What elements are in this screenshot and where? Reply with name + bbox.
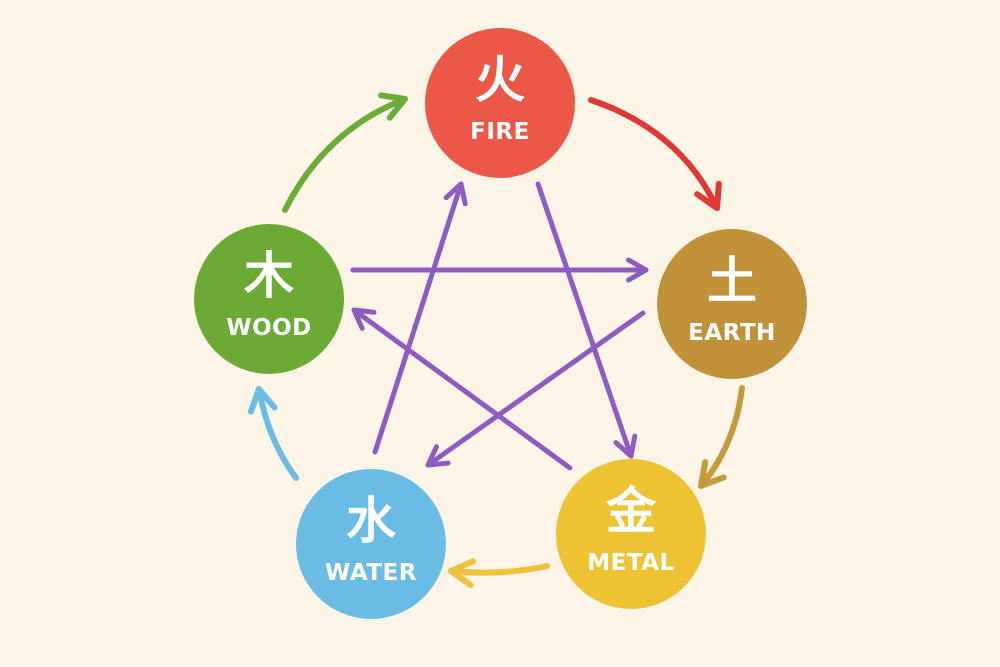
- metal-label: METAL: [587, 550, 675, 576]
- arrow-water-to-fire: [372, 181, 468, 455]
- metal-node: 金 METAL: [556, 459, 706, 609]
- arrow-fire-to-earth: [588, 97, 722, 211]
- arrow-wood-to-fire: [282, 92, 408, 213]
- arrow-fire-to-metal: [535, 181, 638, 459]
- arrow-metal-to-wood: [351, 307, 573, 471]
- wood-node: 木 WOOD: [194, 224, 344, 374]
- earth-node: 土 EARTH: [657, 229, 807, 379]
- earth-label: EARTH: [688, 320, 776, 346]
- water-node: 水 WATER: [296, 469, 446, 619]
- water-label: WATER: [325, 560, 417, 586]
- metal-glyph: 金: [606, 482, 656, 540]
- water-glyph: 水: [346, 492, 396, 550]
- arrow-earth-to-metal: [698, 385, 745, 489]
- arrow-water-to-wood: [247, 386, 299, 481]
- wood-glyph: 木: [244, 247, 294, 305]
- wood-label: WOOD: [226, 315, 312, 341]
- fire-node: 火 FIRE: [425, 28, 575, 178]
- fire-label: FIRE: [470, 119, 530, 145]
- arrow-earth-to-water: [425, 310, 646, 468]
- fire-glyph: 火: [475, 51, 525, 109]
- earth-glyph: 土: [707, 252, 757, 310]
- arrow-metal-to-water: [448, 558, 550, 589]
